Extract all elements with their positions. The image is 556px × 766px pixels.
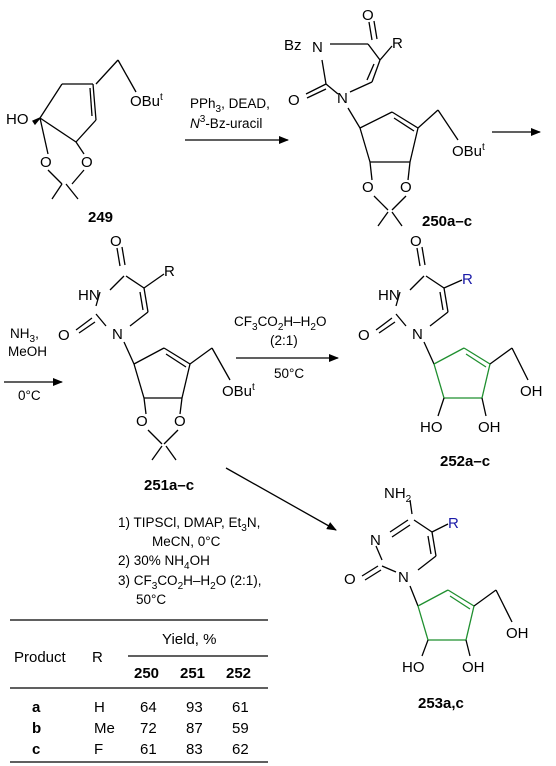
conditions-a3-line1-full: NH3, (10, 326, 39, 345)
c252-r: R (462, 271, 473, 288)
conditions-a5-step2: 2) 30% NH4OH (118, 553, 210, 572)
dioxolane-o-right: O (81, 154, 93, 171)
table-header-yield: Yield, % (162, 631, 216, 648)
compound-label-253: 253a,c (418, 695, 464, 712)
c252-oh: OH (478, 419, 501, 436)
c253-n1: N (398, 569, 409, 586)
c250-r: R (392, 35, 403, 52)
table-row-c-251: 83 (186, 741, 203, 758)
compound-253: NH2 N R O N OH HO OH 253a,c (344, 485, 529, 712)
conditions-a5-step1-cont: MeCN, 0°C (152, 534, 221, 549)
c253-ho: HO (402, 659, 425, 676)
c251-o4: O (110, 233, 122, 250)
c253-oh-primary: OH (506, 625, 529, 642)
compound-label-252: 252a–c (440, 453, 490, 470)
c250-o2: O (288, 92, 300, 109)
conditions-a5-step1: 1) TIPSCl, DMAP, Et3N, (118, 515, 260, 534)
compound-251: O HN R O N O O OBut 251a–c (58, 233, 255, 494)
table-header-product: Product (14, 649, 67, 666)
table-row-c-r: F (94, 741, 103, 758)
c250-obut: OBut (452, 142, 485, 160)
arrow-step-3: NH3, MeOH 0°C (4, 326, 63, 403)
arrow-step-1: PPh3, DEAD, N3-Bz-uracil (185, 96, 289, 144)
table-row-a-250: 64 (140, 699, 157, 716)
c250-bz: Bz (284, 37, 302, 54)
arrow-step-5: 1) TIPSCl, DMAP, Et3N, MeCN, 0°C 2) 30% … (118, 467, 337, 607)
table-subheader-252: 252 (226, 665, 251, 682)
c252-ho: HO (420, 419, 443, 436)
table-row-a-r: H (94, 699, 105, 716)
table-row-b-product: b (32, 720, 41, 737)
c252-n1: N (412, 326, 423, 343)
table-row-c-product: c (32, 741, 40, 758)
conditions-a1-line2: N3-Bz-uracil (190, 114, 262, 131)
compound-label-249: 249 (88, 209, 113, 226)
c250-o-right: O (400, 179, 412, 196)
conditions-a4-line2: (2:1) (270, 333, 298, 348)
conditions-a3-line3: 0°C (18, 388, 41, 403)
compound-label-251: 251a–c (144, 477, 194, 494)
c251-o2: O (58, 327, 70, 344)
table-row-b-251: 87 (186, 720, 203, 737)
table-row-b-250: 72 (140, 720, 157, 737)
conditions-a4-line3: 50°C (274, 366, 304, 381)
c251-o-right: O (174, 413, 186, 430)
table-subheader-250: 250 (134, 665, 159, 682)
c250-o-left: O (362, 179, 374, 196)
c252-oh-primary: OH (520, 383, 543, 400)
table-row-a-251: 93 (186, 699, 203, 716)
c250-o4: O (362, 7, 374, 24)
conditions-a3-line2: MeOH (8, 344, 47, 359)
c251-r: R (164, 263, 175, 280)
table-row-c-250: 61 (140, 741, 157, 758)
conditions-a5-step3-temp: 50°C (136, 592, 166, 607)
c250-n3: N (312, 39, 323, 56)
table-subheader-251: 251 (180, 665, 205, 682)
table-header-r: R (92, 649, 103, 666)
c251-n1: N (112, 326, 123, 343)
conditions-a4-line1: CF3CO2H–H2O (234, 314, 326, 333)
c253-oh: OH (462, 659, 485, 676)
c253-nh2: NH2 (384, 485, 412, 505)
conditions-a1-line1: PPh3, DEAD, (190, 96, 270, 115)
compound-252: O HN R O N OH HO OH 252a–c (358, 233, 543, 470)
dioxolane-o-left: O (40, 154, 52, 171)
c252-o4: O (410, 233, 422, 250)
yield-table: Product R Yield, % 250 251 252 a H 64 93… (10, 619, 268, 763)
compound-label-250: 250a–c (422, 213, 472, 230)
obut-label: OBut (130, 92, 163, 110)
table-row-c-252: 62 (232, 741, 249, 758)
compound-250: O Bz N R O N O O OBut 250a–c (284, 7, 485, 230)
c253-r: R (448, 515, 459, 532)
table-row-b-252: 59 (232, 720, 249, 737)
c252-hn: HN (378, 287, 400, 304)
hydroxyl-label: HO (6, 111, 29, 128)
c252-o2: O (358, 327, 370, 344)
c253-n3: N (370, 532, 381, 549)
compound-249: HO O O OBut 249 (6, 59, 163, 226)
table-row-b-r: Me (94, 720, 115, 737)
c253-o2: O (344, 571, 356, 588)
c251-hn: HN (78, 287, 100, 304)
c251-obut: OBut (222, 382, 255, 400)
c250-n1: N (337, 90, 348, 107)
arrow-step-4: CF3CO2H–H2O (2:1) 50°C (234, 314, 339, 381)
conditions-a5-step3: 3) CF3CO2H–H2O (2:1), (118, 573, 261, 592)
table-row-a-product: a (32, 699, 41, 716)
table-row-a-252: 61 (232, 699, 249, 716)
c251-o-left: O (136, 413, 148, 430)
